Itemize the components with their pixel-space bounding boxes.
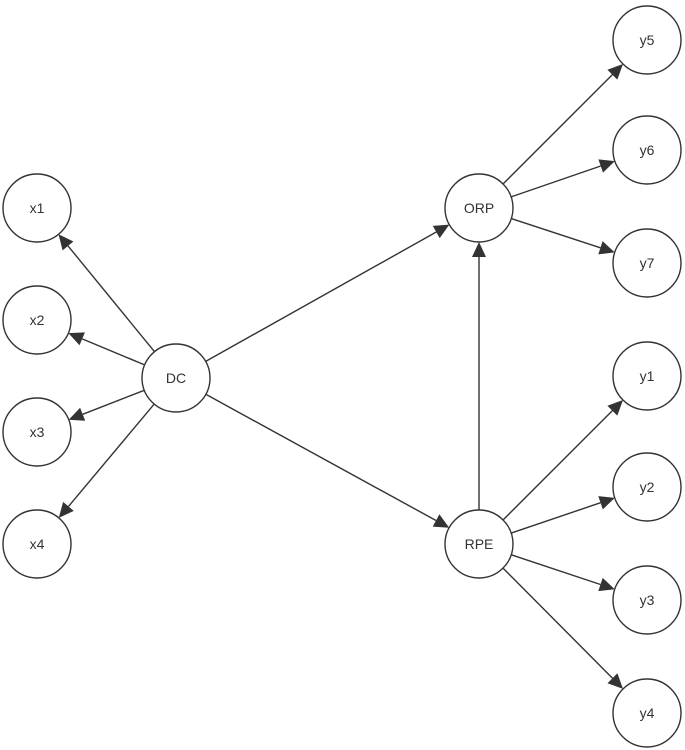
node-label: y2 (640, 479, 655, 495)
node-circle (444, 173, 514, 243)
edge-line (205, 393, 437, 522)
node-circle (444, 509, 514, 579)
edge-dc-to-rpe (205, 393, 450, 528)
edge-dc-to-x3 (68, 389, 145, 421)
node-y4: y4 (612, 678, 682, 748)
edge-rpe-to-y2 (510, 496, 615, 534)
node-rpe: RPE (444, 509, 514, 579)
node-circle (612, 5, 682, 75)
node-label: x2 (30, 312, 45, 328)
arrowhead-icon (607, 673, 623, 689)
edge-rpe-to-orp (472, 242, 486, 510)
node-y7: y7 (612, 228, 682, 298)
node-circle (2, 285, 72, 355)
arrowhead-icon (472, 242, 486, 257)
node-x1: x1 (2, 173, 72, 243)
edge-line (502, 410, 613, 521)
arrowhead-icon (598, 496, 615, 510)
node-circle (612, 341, 682, 411)
arrowhead-icon (58, 234, 74, 251)
node-y5: y5 (612, 5, 682, 75)
node-label: x4 (30, 536, 45, 552)
node-label: RPE (465, 536, 494, 552)
node-x3: x3 (2, 397, 72, 467)
edge-line (502, 74, 613, 185)
edge-dc-to-x1 (58, 234, 156, 353)
node-label: y3 (640, 592, 655, 608)
node-label: DC (166, 370, 186, 386)
node-label: y6 (640, 142, 655, 158)
arrowhead-icon (598, 159, 615, 173)
edge-line (82, 389, 145, 415)
node-label: y5 (640, 32, 655, 48)
node-label: x1 (30, 200, 45, 216)
node-circle (612, 228, 682, 298)
edge-line (67, 245, 156, 353)
arrowhead-icon (607, 400, 623, 416)
arrowhead-icon (432, 224, 450, 239)
arrowhead-icon (68, 332, 85, 346)
edge-line (502, 567, 613, 679)
node-y2: y2 (612, 452, 682, 522)
node-label: y4 (640, 705, 655, 721)
edge-line (511, 217, 601, 249)
edge-line (510, 502, 601, 534)
nodes-layer: x1 x2 x3 x4 DC ORP RPE y5 y6 y7 y1 y2 y3 y4 (2, 5, 682, 748)
node-circle (2, 173, 72, 243)
node-x4: x4 (2, 509, 72, 579)
node-dc: DC (141, 343, 211, 413)
edge-orp-to-y5 (502, 64, 623, 185)
node-label: x3 (30, 424, 45, 440)
edge-orp-to-y6 (510, 159, 615, 198)
edge-rpe-to-y3 (511, 554, 615, 592)
edge-line (81, 338, 145, 366)
arrowhead-icon (598, 241, 615, 255)
arrowhead-icon (432, 514, 450, 528)
arrowhead-icon (58, 501, 74, 518)
node-circle (141, 343, 211, 413)
edge-dc-to-orp (205, 224, 450, 363)
node-x2: x2 (2, 285, 72, 355)
edge-line (510, 165, 601, 198)
node-y6: y6 (612, 115, 682, 185)
node-circle (2, 509, 72, 579)
node-circle (612, 452, 682, 522)
node-y3: y3 (612, 565, 682, 635)
node-circle (612, 565, 682, 635)
arrowhead-icon (68, 407, 86, 421)
node-orp: ORP (444, 173, 514, 243)
arrowhead-icon (598, 577, 615, 592)
edges-layer (58, 64, 623, 689)
node-label: y7 (640, 255, 655, 271)
arrowhead-icon (607, 64, 623, 80)
node-circle (2, 397, 72, 467)
edge-line (67, 403, 155, 507)
node-circle (612, 678, 682, 748)
edge-rpe-to-y1 (502, 400, 623, 521)
node-y1: y1 (612, 341, 682, 411)
edge-dc-to-x4 (58, 403, 155, 518)
edge-orp-to-y7 (511, 217, 615, 255)
node-circle (612, 115, 682, 185)
edge-rpe-to-y4 (502, 567, 623, 689)
node-label: y1 (640, 368, 655, 384)
edge-dc-to-x2 (68, 332, 145, 366)
edge-line (205, 231, 437, 363)
node-label: ORP (464, 200, 494, 216)
edge-line (511, 554, 601, 586)
